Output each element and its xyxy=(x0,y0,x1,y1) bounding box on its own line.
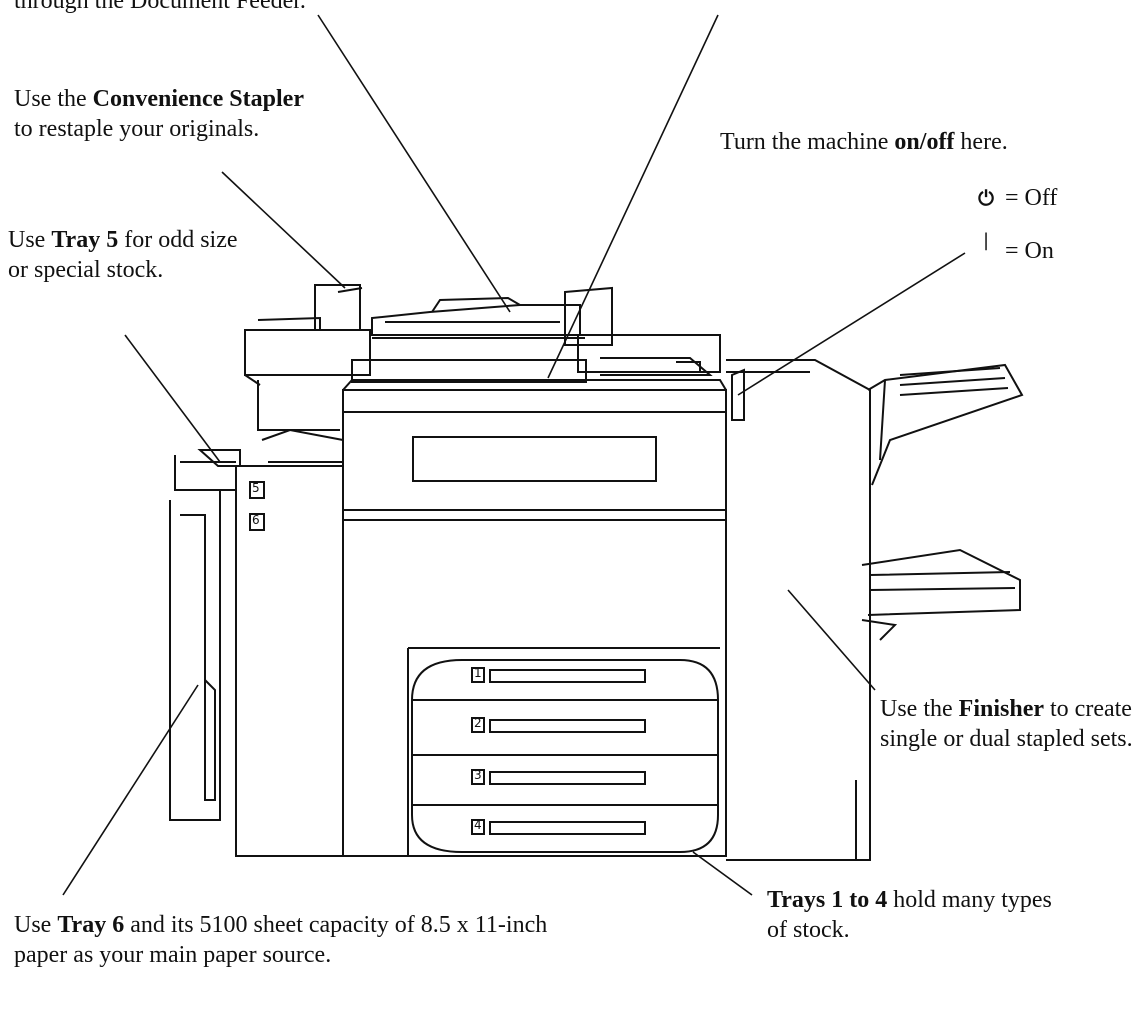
tray-5-and-6-unit xyxy=(169,428,344,857)
callout-convenience-stapler: Use the Convenience Stapler to restaple … xyxy=(14,86,304,142)
tray-3 xyxy=(471,769,646,785)
leader-trays14 xyxy=(692,851,753,896)
trays-1-to-4 xyxy=(407,647,720,856)
leader-tray6 xyxy=(62,684,199,896)
power-on-label: = On xyxy=(1005,238,1054,264)
trays-1-to-4-label: Trays 1 to 4 xyxy=(767,887,888,913)
leader-finisher xyxy=(787,589,876,691)
document-feeder xyxy=(351,286,721,383)
callout-tray-6: Use Tray 6 and its 5100 sheet capacity o… xyxy=(14,912,548,968)
callout-power: Turn the machine on/off here. xyxy=(720,129,1008,155)
callout-finisher: Use the Finisher to create single or dua… xyxy=(880,696,1133,752)
tray-5-number: 5 xyxy=(252,481,260,495)
tray-1 xyxy=(471,667,646,683)
leader-feeder xyxy=(317,14,511,313)
power-off-icon: ⏻ xyxy=(978,186,994,210)
leader-glass xyxy=(547,14,719,379)
finisher xyxy=(726,359,1024,861)
leader-stapler xyxy=(221,171,346,289)
callout-document-feeder-text: through the Document Feeder. xyxy=(14,0,306,14)
callout-document-feeder: through the Document Feeder. xyxy=(14,0,354,16)
power-on-icon: | xyxy=(982,230,990,251)
tray-1-number: 1 xyxy=(474,666,482,680)
convenience-stapler-label: Convenience Stapler xyxy=(92,86,304,112)
convenience-stapler xyxy=(244,284,371,431)
power-legend-on: | = On xyxy=(975,230,1054,266)
finisher-label: Finisher xyxy=(958,696,1044,722)
power-off-label: = Off xyxy=(1005,185,1058,211)
power-legend-off: ⏻ = Off xyxy=(975,183,1057,213)
tray-4-number: 4 xyxy=(474,818,482,832)
tray-4 xyxy=(471,819,646,835)
callout-tray-5: Use Tray 5 for odd size or special stock… xyxy=(8,227,238,283)
tray-6-label: Tray 6 xyxy=(57,912,125,938)
tray-6-number: 6 xyxy=(252,513,260,527)
tray-2 xyxy=(471,717,646,733)
tray-3-number: 3 xyxy=(474,768,482,782)
leader-tray5 xyxy=(124,334,221,463)
on-off-label: on/off xyxy=(894,129,955,155)
leader-lines xyxy=(62,14,966,896)
callout-trays-1-to-4: Trays 1 to 4 hold many types of stock. xyxy=(767,887,1052,943)
tray-2-number: 2 xyxy=(474,716,482,730)
tray-5-label: Tray 5 xyxy=(51,227,119,253)
